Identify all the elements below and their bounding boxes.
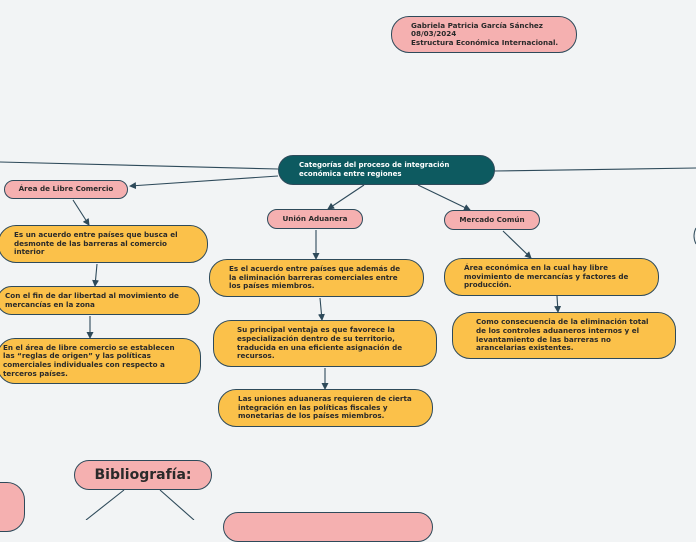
edge-mc-item1	[502, 230, 532, 259]
ua-item-3[interactable]: Las uniones aduaneras requieren de ciert…	[218, 389, 433, 427]
edge-central-ua	[327, 184, 365, 210]
node-text: Como consecuencia de la eliminación tota…	[476, 317, 649, 353]
edge-central-offscreen-left	[0, 161, 279, 170]
bibliografia-node[interactable]: Bibliografía:	[74, 460, 212, 490]
offscreen-node-right-edge	[693, 227, 696, 245]
alc-item-1[interactable]: Es un acuerdo entre países que busca el …	[0, 225, 208, 263]
branch-label: Área de Libre Comercio	[18, 184, 114, 194]
alc-item-3[interactable]: En el área de libre comercio se establec…	[0, 338, 201, 384]
branch-union-aduanera[interactable]: Unión Aduanera	[267, 209, 363, 229]
edge-mc-item2	[554, 295, 562, 313]
ua-item-2[interactable]: Su principal ventaja es que favorece la …	[213, 320, 437, 367]
offscreen-node-bottom-left[interactable]	[0, 482, 25, 532]
node-text: Con el fin de dar libertad al movimiento…	[5, 290, 179, 309]
node-text: Es un acuerdo entre países que busca el …	[14, 230, 178, 257]
alc-item-2[interactable]: Con el fin de dar libertad al movimiento…	[0, 286, 200, 315]
edge-central-offscreen-right	[493, 167, 696, 172]
edge-alc-item1	[72, 199, 90, 226]
edge-bib-left	[85, 489, 125, 520]
edge-bib-right	[159, 489, 195, 520]
central-topic-node[interactable]: Categorías del proceso de integración ec…	[278, 155, 495, 185]
author-info-text: Gabriela Patricia García Sánchez 08/03/2…	[411, 20, 559, 47]
ua-item-1[interactable]: Es el acuerdo entre países que además de…	[209, 259, 424, 297]
node-text: En el área de libre comercio se establec…	[3, 342, 175, 378]
mc-item-2[interactable]: Como consecuencia de la eliminación tota…	[452, 312, 676, 359]
edge-ua-item2	[317, 297, 325, 321]
branch-mercado-comun[interactable]: Mercado Común	[444, 210, 540, 230]
edge-alc-item2	[92, 263, 100, 287]
node-text: Su principal ventaja es que favorece la …	[237, 325, 403, 361]
branch-area-libre-comercio[interactable]: Área de Libre Comercio	[4, 180, 128, 199]
connector-lines	[0, 161, 696, 520]
mc-item-1[interactable]: Área económica en la cual hay libre movi…	[444, 258, 659, 296]
branch-label: Mercado Común	[459, 214, 525, 224]
node-text: Área económica en la cual hay libre movi…	[464, 263, 629, 290]
bibliografia-label: Bibliografía:	[94, 467, 192, 483]
branch-label: Unión Aduanera	[282, 213, 348, 223]
offscreen-node-bottom-center[interactable]	[223, 512, 433, 542]
edge-central-alc	[129, 175, 279, 190]
node-text: Las uniones aduaneras requieren de ciert…	[238, 394, 412, 421]
central-topic-text: Categorías del proceso de integración ec…	[299, 161, 450, 178]
author-info-box[interactable]: Gabriela Patricia García Sánchez 08/03/2…	[391, 16, 577, 53]
edge-central-mc	[417, 184, 471, 211]
node-text: Es el acuerdo entre países que además de…	[229, 264, 401, 291]
